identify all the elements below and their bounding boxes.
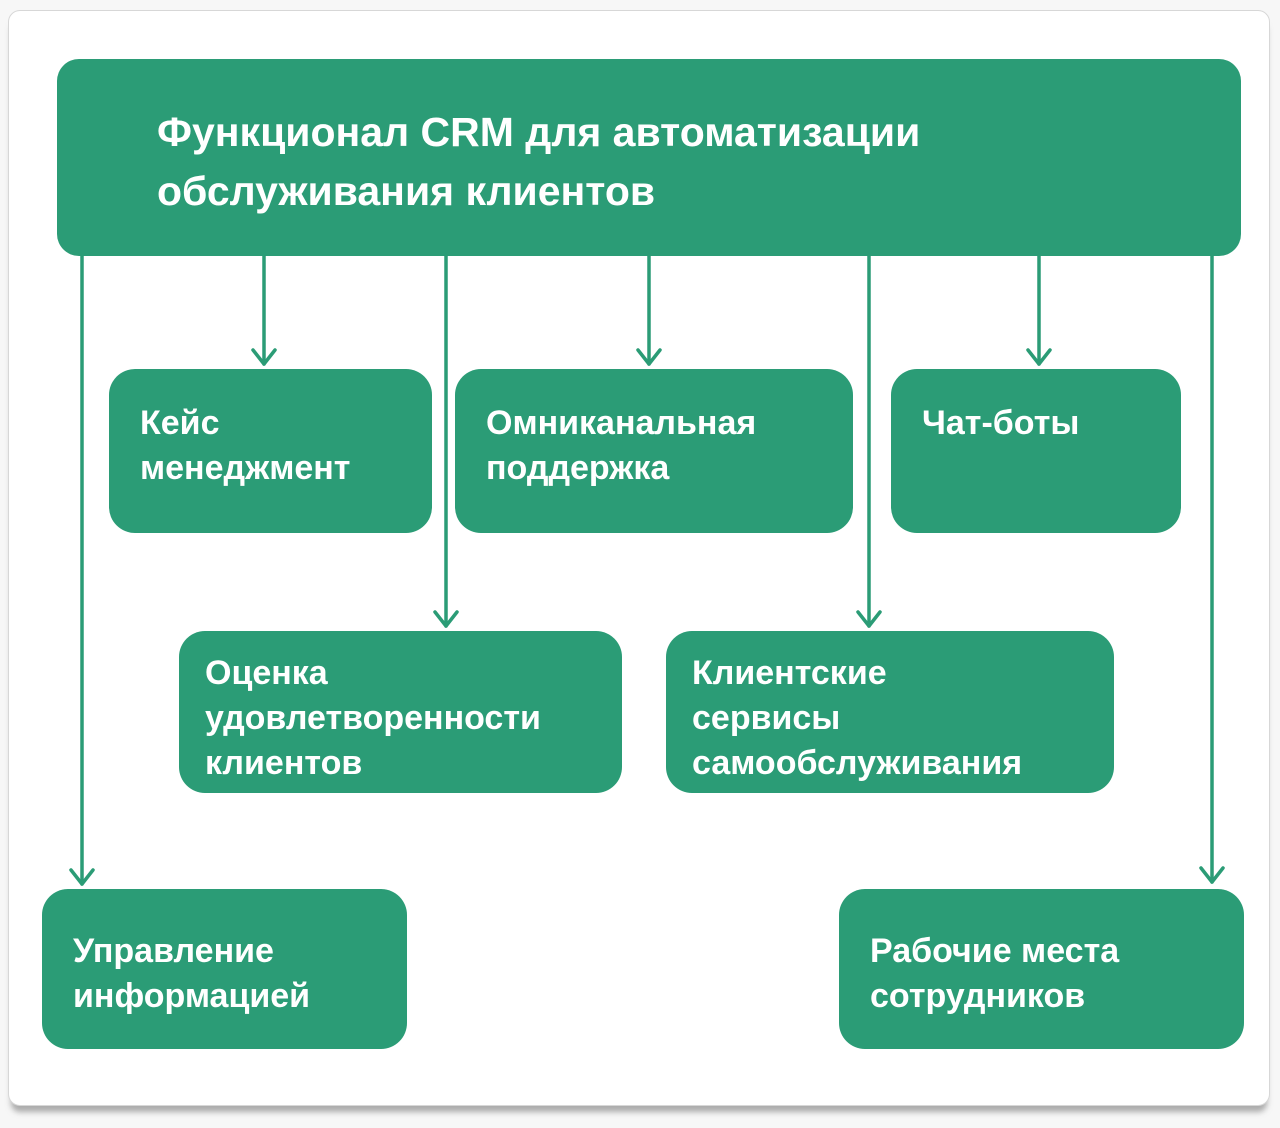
diagram-title-node: Функционал CRM для автоматизации обслужи…	[57, 59, 1241, 256]
arrow-title-to-case-management	[251, 253, 277, 366]
arrow-title-to-omnichannel-support	[636, 253, 662, 366]
arrow-title-to-information-management	[69, 253, 95, 886]
node-omnichannel-support: Омниканальная поддержка	[455, 369, 853, 533]
arrow-title-to-self-service	[856, 253, 882, 628]
arrow-title-to-customer-satisfaction	[433, 253, 459, 628]
node-employee-workplaces: Рабочие места сотрудников	[839, 889, 1244, 1049]
node-information-management: Управление информацией	[42, 889, 407, 1049]
node-case-management: Кейс менеджмент	[109, 369, 432, 533]
node-chat-bots: Чат-боты	[891, 369, 1181, 533]
arrow-title-to-chat-bots	[1026, 253, 1052, 366]
node-customer-satisfaction: Оценка удовлетворенности клиентов	[179, 631, 622, 793]
diagram-card: Функционал CRM для автоматизации обслужи…	[8, 10, 1270, 1106]
arrow-title-to-employee-workplaces	[1199, 253, 1225, 884]
node-self-service: Клиентские сервисы самообслуживания	[666, 631, 1114, 793]
